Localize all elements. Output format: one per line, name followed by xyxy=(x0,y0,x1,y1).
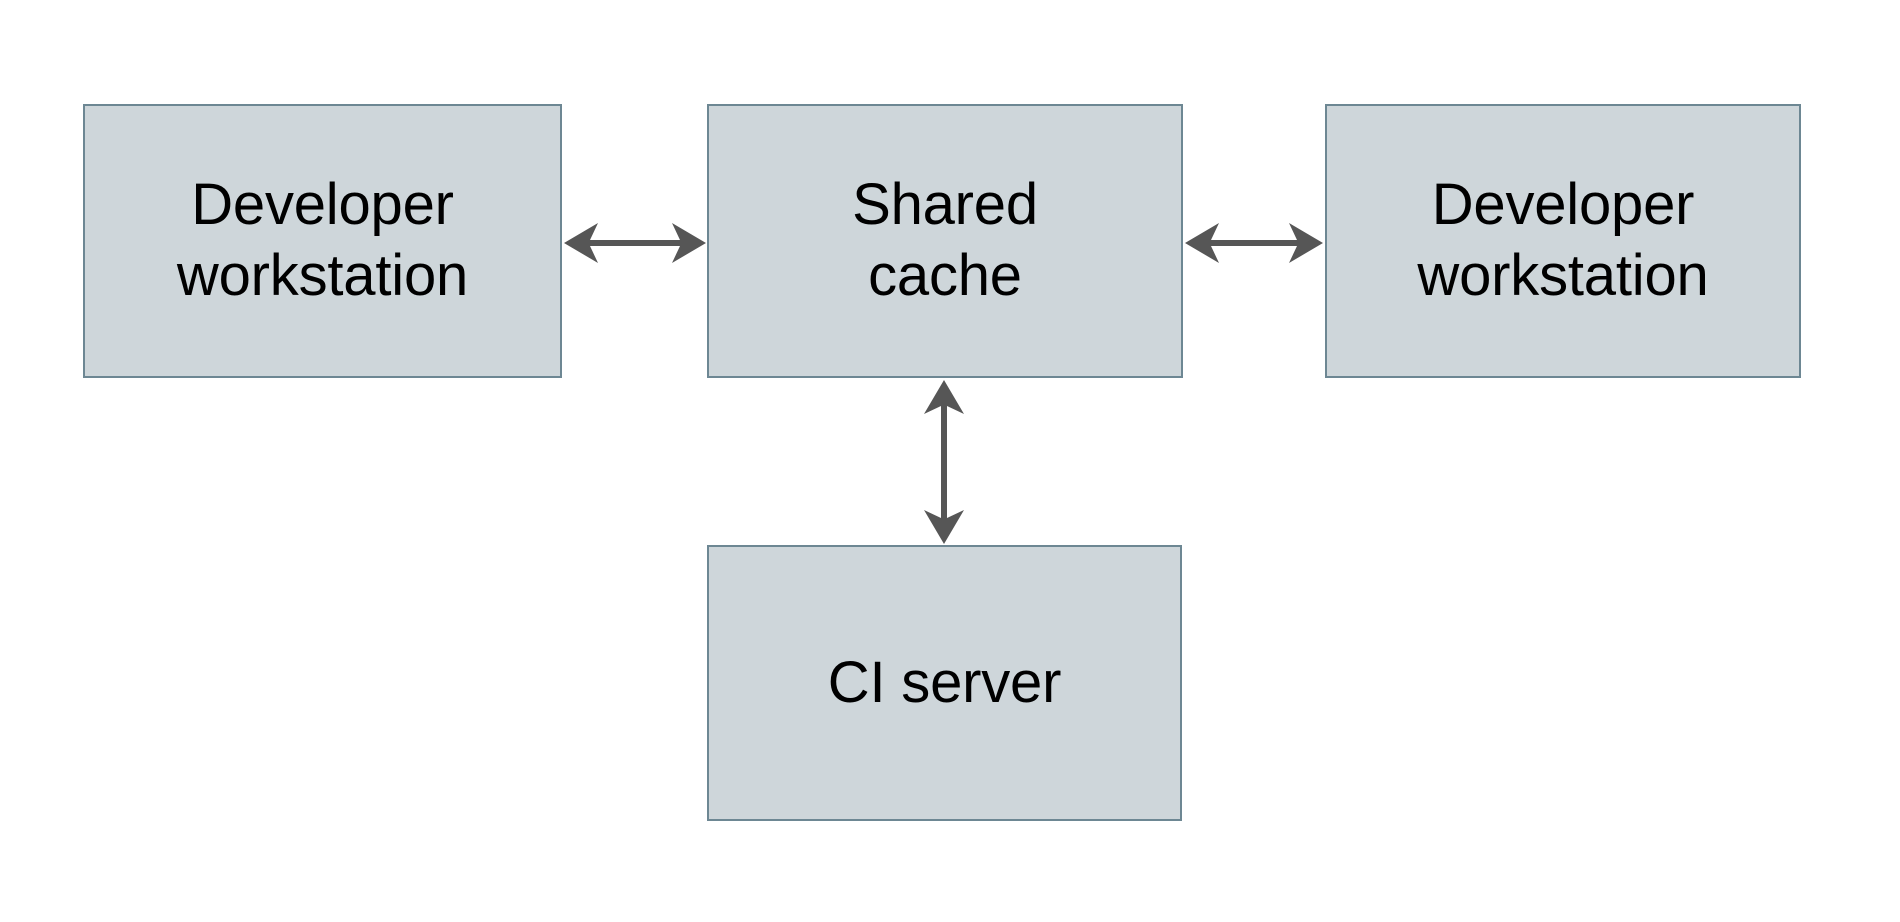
node-label: Developer workstation xyxy=(176,172,469,308)
node-label: Developer workstation xyxy=(1417,172,1709,308)
node-label: Shared cache xyxy=(852,172,1038,308)
edge-left-workstation-to-shared-cache xyxy=(560,213,710,273)
node-label: CI server xyxy=(827,649,1062,715)
arrow-double-headed-horizontal xyxy=(564,223,706,263)
arrow-double-headed-vertical xyxy=(924,380,964,544)
edge-shared-cache-to-ci-server xyxy=(914,377,974,547)
node-developer-workstation-right[interactable]: Developer workstation xyxy=(1325,104,1801,378)
node-developer-workstation-left[interactable]: Developer workstation xyxy=(83,104,562,378)
edge-shared-cache-to-right-workstation xyxy=(1181,213,1327,273)
node-shared-cache[interactable]: Shared cache xyxy=(707,104,1183,378)
node-ci-server[interactable]: CI server xyxy=(707,545,1182,821)
arrow-double-headed-horizontal xyxy=(1185,223,1323,263)
